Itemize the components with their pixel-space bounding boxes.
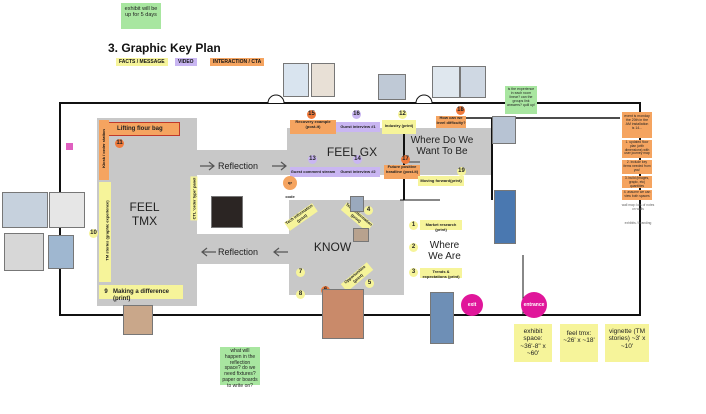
exhibit-duration-note: exhibit will be up for 5 days <box>121 3 161 29</box>
lifting-flour-bag: Lifting flour bag <box>108 122 180 136</box>
photo-left-1 <box>2 192 48 228</box>
marker-4: 4 <box>364 206 373 215</box>
exit-marker: exit <box>461 294 483 316</box>
photo-top-5 <box>460 66 486 98</box>
recovery-example: Recovery example (post-it) <box>290 119 336 134</box>
step-4-note: 4. assume we can view both spaces <box>622 190 652 200</box>
ctl-panel-label: CTL 'order type' panel <box>190 176 198 221</box>
moving-forward: Moving forward(print) <box>418 176 464 186</box>
marker-17: 17 <box>401 155 410 164</box>
photo-bottom-1 <box>123 305 153 335</box>
zone-where-we-are: Where We Are <box>428 240 461 262</box>
event-note: event is monday the 20th in the AM insta… <box>622 112 652 138</box>
reflection-top: Reflection <box>218 161 259 171</box>
inspiration-note: is the experience in each room linear? c… <box>505 86 537 114</box>
marker-2: 2 <box>409 243 418 252</box>
entrance-marker: entrance <box>521 292 547 318</box>
step-2-note: 2. include key items needed from you! <box>622 160 652 174</box>
marker-8: 8 <box>296 290 305 299</box>
photo-bottom-3 <box>430 292 454 344</box>
marker-14: 14 <box>353 155 362 164</box>
marker-16: 16 <box>352 110 361 119</box>
photo-top-3 <box>378 74 406 100</box>
step-1-note: 1. updated floor plan (with dimensions) … <box>622 140 652 158</box>
guest-interview-1: Guest interview #1 <box>336 122 380 132</box>
photo-left-4 <box>48 235 74 269</box>
making-difference: Making a difference (print) <box>99 285 183 302</box>
feel-dimension: feel tmx: ~26' x ~18' <box>560 324 598 362</box>
legend-facts: FACTS / MESSAGE <box>116 58 168 66</box>
marker-3: 3 <box>409 268 418 277</box>
zone-know: KNOW <box>313 240 352 254</box>
vignette-dimension: vignette (TM stories) ~3' x ~10' <box>605 324 649 362</box>
market-research: Market research (print) <box>420 220 462 231</box>
tm-stories-label: TM stories (graphic experience) <box>104 200 110 261</box>
marker-5: 5 <box>365 279 374 288</box>
photo-top-1 <box>283 63 309 97</box>
page-title: 3. Graphic Key Plan <box>108 41 221 55</box>
exhibit-dimension: exhibit space: ~36'-8" x ~60' <box>514 324 552 362</box>
materials-note: exhibits / branding <box>624 221 652 225</box>
guest-interview-2: Guest interview #2 <box>336 167 380 177</box>
future-positive: Future positive headline (post-it) <box>384 164 420 179</box>
photo-left-3 <box>4 233 44 271</box>
zone-feel-tmx: FEEL TMX <box>129 200 160 228</box>
photo-left-2 <box>49 192 85 228</box>
tm-stories-panel <box>99 182 111 282</box>
wall-note: wall map: lots of notes on walls <box>621 203 655 211</box>
step-3-note: 3. build (images, grapic, etc) quantitie… <box>622 176 652 188</box>
photo-center-dark <box>211 196 243 228</box>
photo-right-2 <box>492 116 516 144</box>
reflection-question: what will happen in the reflection space… <box>220 347 260 388</box>
legend-interaction: INTERACTION / CTA <box>210 58 265 66</box>
trends-expectations: Trends & expectations (print) <box>420 268 462 278</box>
marker-15: 15 <box>307 110 316 119</box>
marker-9: 9 <box>102 288 110 296</box>
photo-know-2 <box>353 228 369 242</box>
zone-where-do-we-want: Where Do We Want To Be <box>410 135 474 157</box>
level-difficulty: How can we level difficulty? <box>436 115 466 128</box>
kiosk-label: Kiosk / order station <box>100 129 106 168</box>
photo-know-1 <box>350 196 364 212</box>
photo-right-1 <box>494 190 516 244</box>
marker-11: 11 <box>115 139 124 148</box>
industry-print: Industry (print) <box>382 120 416 134</box>
marker-12: 12 <box>398 110 407 119</box>
qr-code-marker: qr code <box>283 176 297 199</box>
kiosk-order-station <box>99 120 109 180</box>
marker-1: 1 <box>409 221 418 230</box>
photo-top-2 <box>311 63 335 97</box>
photo-bottom-2 <box>322 289 364 339</box>
reflection-bottom: Reflection <box>218 247 259 257</box>
photo-top-4 <box>432 66 460 98</box>
marker-7: 7 <box>296 268 305 277</box>
zone-feel-gx: FEEL GX <box>326 145 378 159</box>
marker-19: 19 <box>457 167 466 176</box>
marker-13: 13 <box>308 155 317 164</box>
legend-video: VIDEO <box>175 58 197 66</box>
marker-18: 18 <box>456 106 465 115</box>
marker-10: 10 <box>89 229 98 238</box>
guest-comment-stream: Guest comment stream <box>290 167 336 177</box>
